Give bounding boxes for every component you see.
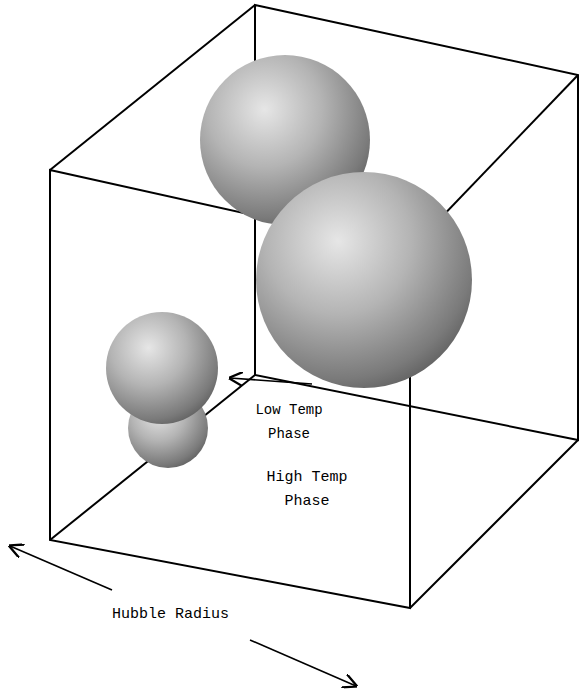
cube-edges: [50, 5, 578, 608]
phase-label: High Temp Phase: [262, 466, 352, 514]
dimension-arrow: [250, 640, 356, 686]
bubble: [106, 312, 218, 424]
bubble: [256, 172, 472, 388]
arrows: [10, 378, 356, 686]
dimension-label: Hubble Radius: [112, 604, 229, 626]
dimension-arrow: [10, 546, 112, 590]
bubbles: [106, 55, 472, 468]
phase-label: Low Temp Phase: [247, 398, 331, 446]
pointer-arrow: [230, 378, 312, 384]
